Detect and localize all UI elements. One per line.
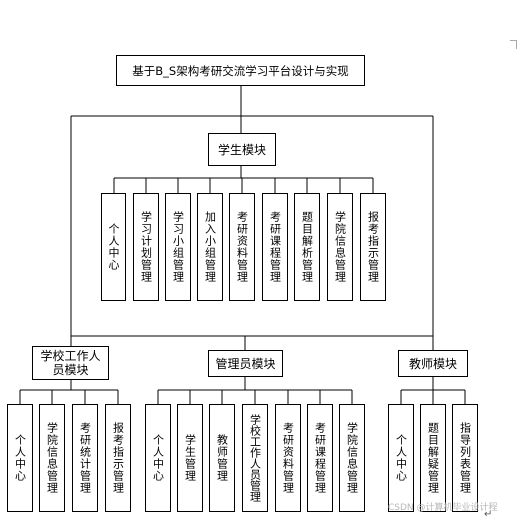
leaf-label: 指导列表管理	[458, 422, 472, 494]
leaf-label: 报考指示管理	[111, 422, 125, 494]
student-item-study-group: 学习小组管理	[165, 193, 191, 301]
teacher-item-question-answering: 题目解疑管理	[420, 404, 446, 512]
staff-item-exam-statistics: 考研统计管理	[72, 404, 98, 512]
student-item-exam-courses: 考研课程管理	[262, 193, 288, 301]
leaf-label: 学院信息管理	[333, 211, 347, 283]
page-corner-mark	[510, 40, 517, 49]
root-title-text: 基于B_S架构考研交流学习平台设计与实现	[132, 63, 349, 78]
leaf-label: 考研课程管理	[313, 422, 327, 494]
leaf-label: 考研资料管理	[235, 211, 249, 283]
student-item-study-plan: 学习计划管理	[133, 193, 159, 301]
admin-item-student-management: 学生管理	[177, 404, 203, 512]
leaf-label: 加入小组管理	[203, 211, 217, 283]
watermark: CSDN @计算机毕业设计程	[388, 503, 498, 513]
paragraph-mark: ↵	[484, 509, 493, 520]
student-item-join-group: 加入小组管理	[197, 193, 223, 301]
leaf-label: 个人中心	[151, 434, 165, 482]
admin-item-college-info: 学院信息管理	[339, 404, 365, 512]
leaf-label: 考研课程管理	[268, 211, 282, 283]
leaf-label: 个人中心	[394, 434, 408, 482]
student-module-label: 学生模块	[217, 142, 266, 157]
leaf-label: 报考指示管理	[366, 211, 380, 283]
student-item-question-analysis: 题目解析管理	[294, 193, 320, 301]
teacher-item-guidance-list: 指导列表管理	[452, 404, 478, 512]
staff-item-personal-center: 个人中心	[7, 404, 33, 512]
staff-item-college-info: 学院信息管理	[39, 404, 65, 512]
leaf-label: 学院信息管理	[345, 422, 359, 494]
admin-item-exam-courses: 考研课程管理	[307, 404, 333, 512]
leaf-label: 个人中心	[107, 223, 120, 271]
admin-module-node: 管理员模块	[208, 350, 283, 377]
root-title-node: 基于B_S架构考研交流学习平台设计与实现	[116, 55, 365, 86]
student-item-personal-center: 个人中心	[101, 193, 126, 301]
leaf-label: 教师管理	[215, 434, 229, 482]
student-module-node: 学生模块	[208, 133, 276, 166]
school-staff-module-node: 学校工作人员模块	[32, 346, 109, 380]
leaf-label: 题目解析管理	[300, 211, 314, 283]
staff-item-application-guide: 报考指示管理	[105, 404, 131, 512]
leaf-label: 题目解疑管理	[426, 422, 440, 494]
leaf-label: 学习计划管理	[139, 211, 153, 283]
admin-item-exam-materials: 考研资料管理	[275, 404, 301, 512]
leaf-label: 考研资料管理	[281, 422, 295, 494]
admin-module-label: 管理员模块	[215, 356, 276, 371]
teacher-module-node: 教师模块	[398, 350, 468, 377]
leaf-label: 学生管理	[183, 434, 197, 482]
student-item-exam-materials: 考研资料管理	[229, 193, 255, 301]
teacher-item-personal-center: 个人中心	[388, 404, 414, 512]
student-item-college-info: 学院信息管理	[327, 193, 353, 301]
admin-item-personal-center: 个人中心	[145, 404, 171, 512]
leaf-label: 学院信息管理	[45, 422, 59, 494]
leaf-label: 学习小组管理	[171, 211, 185, 283]
admin-item-teacher-management: 教师管理	[209, 404, 235, 512]
student-item-application-guide: 报考指示管理	[360, 193, 386, 301]
admin-item-school-staff-management: 学校工作人员管理	[242, 404, 268, 512]
teacher-module-label: 教师模块	[408, 356, 457, 371]
leaf-label: 考研统计管理	[78, 422, 92, 494]
leaf-label: 学校工作人员管理	[248, 414, 262, 502]
school-staff-module-label: 学校工作人员模块	[40, 349, 101, 377]
leaf-label: 个人中心	[13, 434, 27, 482]
